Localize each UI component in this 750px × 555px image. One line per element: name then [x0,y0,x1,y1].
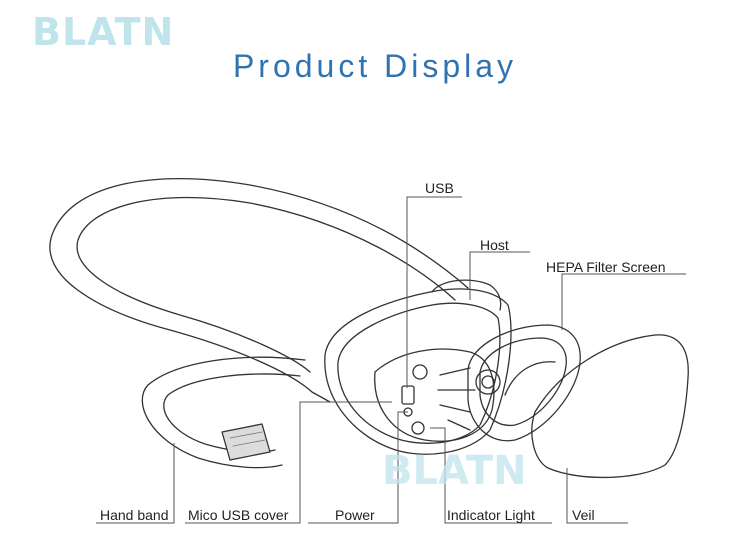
indicator-light [411,421,425,435]
leader-hand-band [96,443,175,524]
host-front-panel [374,348,495,442]
label-mico-usb-cover: Mico USB cover [188,507,289,523]
host-body [324,288,512,455]
usb-port [401,385,415,405]
page-title: Product Display [232,48,518,84]
leader-power [308,411,408,524]
label-host: Host [480,237,509,253]
brand-logo: BLATN [32,10,175,54]
velcro-patch [221,423,271,461]
label-indicator-light: Indicator Light [447,507,535,523]
hand-band [141,356,306,469]
label-hepa: HEPA Filter Screen [546,259,666,275]
hepa-filter-ring [467,324,581,442]
leader-indicator [430,427,552,524]
watermark: BLATN [382,448,527,494]
leader-usb [406,196,462,388]
leader-hepa [561,273,686,330]
leader-veil [566,468,628,524]
label-veil: Veil [572,507,595,523]
head-strap [49,177,469,403]
label-usb: USB [425,180,454,196]
label-power: Power [335,507,375,523]
leader-mico-usb [185,401,392,524]
veil [531,334,689,479]
leader-host [469,251,530,300]
label-hand-band: Hand band [100,507,169,523]
